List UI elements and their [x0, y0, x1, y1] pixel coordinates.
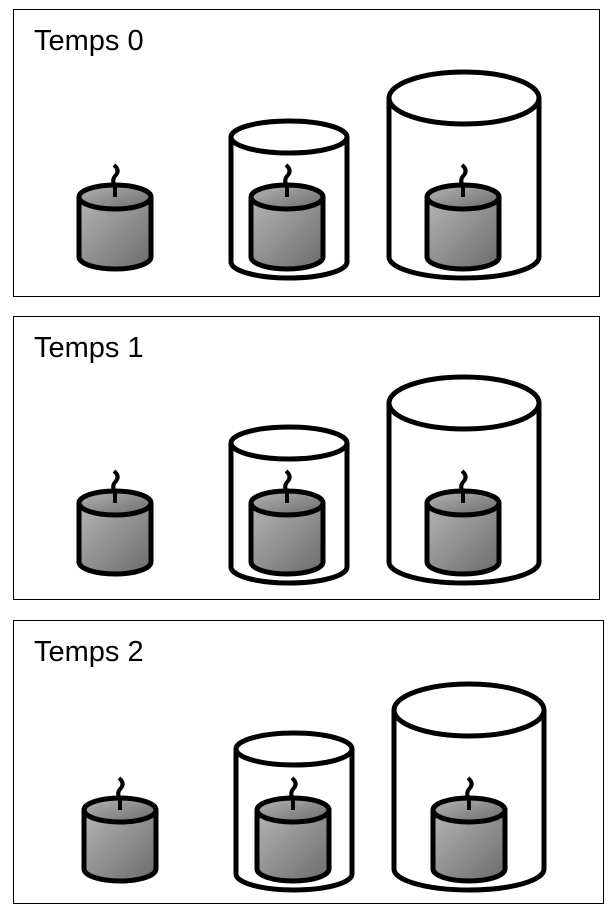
panel-temps-0: Temps 0: [13, 9, 600, 297]
candle-uncovered: [76, 469, 154, 577]
panel-title: Temps 2: [34, 636, 144, 668]
wick: [289, 776, 298, 810]
wick: [116, 776, 125, 810]
candle-in-large-jar: [424, 163, 502, 272]
candle-in-small-jar: [248, 469, 326, 577]
candle-in-large-jar: [424, 469, 502, 577]
candle-in-small-jar: [254, 776, 332, 884]
candles-scene: [76, 374, 542, 586]
panel-title: Temps 0: [34, 25, 144, 57]
panel-temps-2: Temps 2: [13, 620, 604, 904]
panel-temps-1: Temps 1: [13, 316, 600, 600]
wick: [283, 163, 292, 197]
candle-uncovered: [81, 776, 159, 884]
wick: [459, 163, 468, 197]
wick: [111, 469, 120, 503]
candle-in-large-jar: [430, 776, 508, 884]
panel-title: Temps 1: [34, 332, 144, 364]
candle-in-small-jar: [248, 163, 326, 272]
candles-scene: [81, 681, 547, 893]
wick: [283, 469, 292, 503]
candles-scene: [76, 69, 542, 281]
candle-uncovered: [76, 163, 154, 272]
wick: [459, 469, 468, 503]
wick: [111, 163, 120, 197]
wick: [465, 776, 474, 810]
